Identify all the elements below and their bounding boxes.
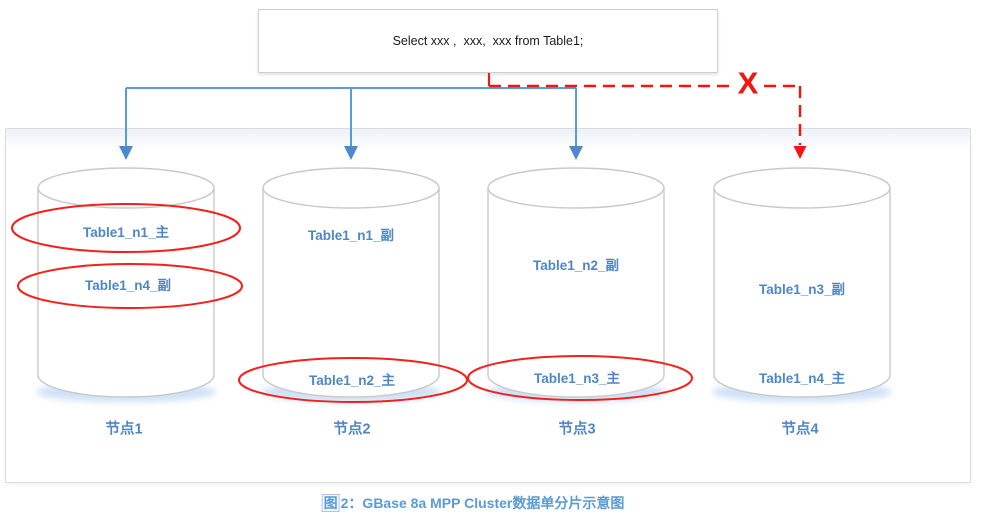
blocked-route-connector	[487, 71, 807, 159]
arrowhead-node3	[569, 146, 583, 160]
query-route-lines	[125, 87, 577, 146]
circle-table1-n3-primary	[467, 355, 693, 401]
arrowhead-node1	[119, 146, 133, 160]
db-cylinder-node4	[712, 167, 892, 402]
arrowhead-node2	[344, 146, 358, 160]
cylinder-top	[262, 167, 440, 209]
cylinder-body	[713, 188, 891, 398]
cylinder-body	[37, 188, 215, 398]
circle-table1-n2-primary	[238, 357, 468, 403]
table-label: Table1_n4_副	[84, 278, 172, 293]
query-route-connector	[119, 87, 583, 160]
caption-field-char: 图	[321, 494, 340, 512]
query-text: Select xxx , xxx, xxx from Table1;	[392, 34, 584, 48]
cylinder-top	[37, 167, 215, 209]
table-label: Table1_n2_主	[308, 373, 396, 388]
table-label: Table1_n3_副	[758, 282, 846, 297]
query-box: Select xxx , xxx, xxx from Table1;	[258, 9, 718, 73]
db-cylinder-node2	[261, 167, 441, 402]
cylinder-top	[487, 167, 665, 209]
arrowhead-node4	[793, 146, 807, 159]
cylinder-body	[487, 188, 665, 398]
table-label: Table1_n1_副	[307, 228, 395, 243]
circle-table1-n4-replica	[17, 263, 243, 309]
node-label: 节点3	[558, 421, 596, 438]
cylinder-body	[262, 188, 440, 398]
cylinder-top	[713, 167, 891, 209]
highlight-ellipses	[11, 203, 693, 403]
node-label: 节点4	[781, 421, 819, 438]
node-label: 节点2	[333, 421, 371, 438]
table-label: Table1_n2_副	[532, 258, 620, 273]
circle-table1-n1-primary	[11, 203, 241, 253]
node-label: 节点1	[105, 421, 143, 438]
blocked-route-dashed-lines	[489, 84, 802, 145]
blocked-x-marker: X	[737, 65, 759, 101]
db-cylinder-node3	[486, 167, 666, 402]
db-cylinder-node1	[36, 167, 216, 402]
table-label: Table1_n1_主	[82, 225, 170, 240]
caption-text: 2：GBase 8a MPP Cluster数据单分片示意图	[340, 495, 625, 511]
table-label: Table1_n4_主	[758, 371, 846, 386]
table-label: Table1_n3_主	[533, 371, 621, 386]
